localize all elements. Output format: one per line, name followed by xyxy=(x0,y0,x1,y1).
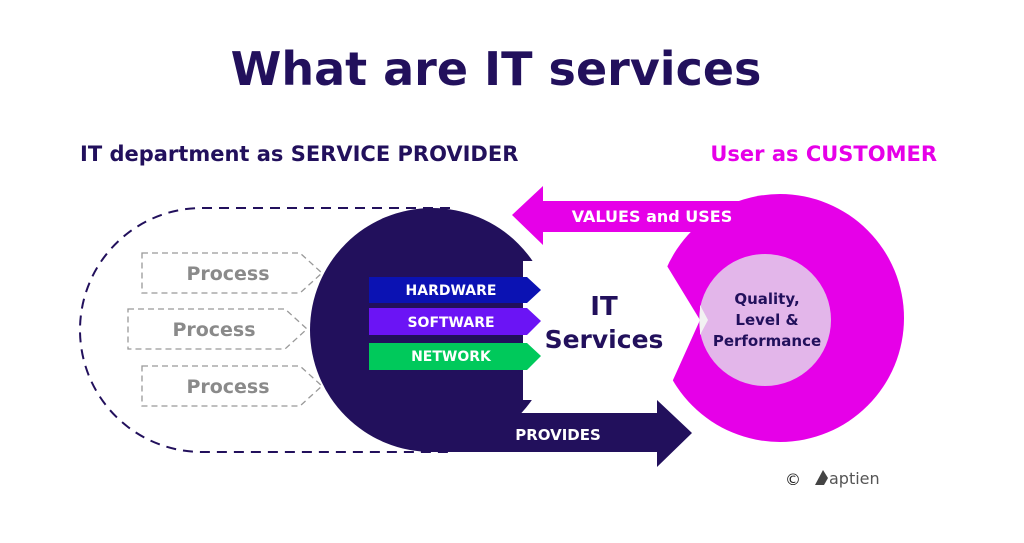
network-bar xyxy=(369,343,541,370)
process-box xyxy=(127,308,308,350)
it-services-line2: Services xyxy=(545,325,664,354)
process-box xyxy=(141,365,323,407)
it-services-block xyxy=(523,261,700,400)
copyright-icon: © xyxy=(785,470,801,489)
provides-arrow xyxy=(430,400,692,467)
process-label: Process xyxy=(186,376,269,398)
it-services-line1: IT xyxy=(590,292,618,322)
provides-arrow-label: PROVIDES xyxy=(515,426,601,444)
quality-circle xyxy=(699,254,831,386)
process-box xyxy=(141,252,323,294)
hardware-bar xyxy=(369,277,541,303)
customer-heading: User as CUSTOMER xyxy=(710,142,937,166)
software-label: SOFTWARE xyxy=(407,315,494,331)
page-title: What are IT services xyxy=(231,42,762,96)
values-arrow xyxy=(512,186,790,245)
brand-name: aptien xyxy=(829,469,880,488)
aptien-logo-icon xyxy=(815,470,828,485)
provider-boundary xyxy=(79,207,450,453)
provider-heading: IT department as SERVICE PROVIDER xyxy=(80,142,518,166)
quality-line3: Performance xyxy=(713,332,821,350)
software-bar xyxy=(369,308,541,335)
network-label: NETWORK xyxy=(411,349,492,365)
quality-line1: Quality, xyxy=(734,290,799,308)
chevron-icon xyxy=(700,305,708,335)
values-arrow-label: VALUES and USES xyxy=(572,207,733,226)
process-label: Process xyxy=(186,263,269,285)
process-label: Process xyxy=(172,319,255,341)
quality-line2: Level & xyxy=(735,311,798,329)
hardware-label: HARDWARE xyxy=(406,283,497,299)
